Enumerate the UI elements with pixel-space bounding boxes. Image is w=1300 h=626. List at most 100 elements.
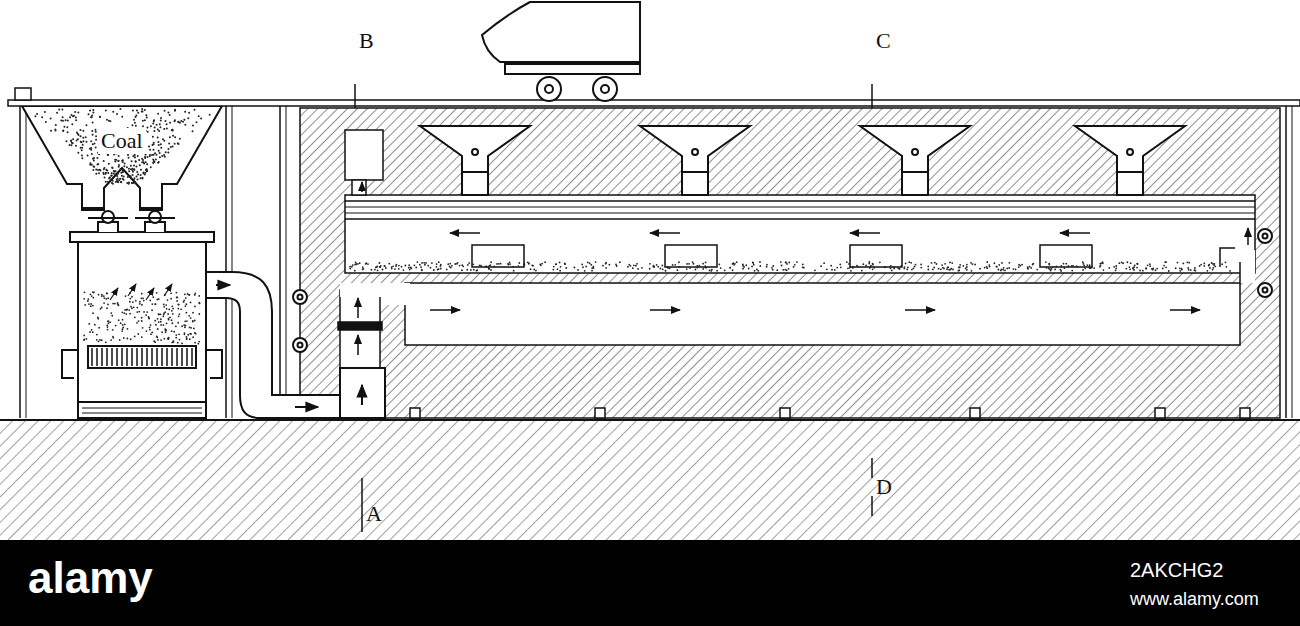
line-shape — [0, 419, 1300, 421]
circle-shape — [160, 339, 162, 341]
circle-shape — [1115, 269, 1117, 271]
circle-shape — [140, 297, 142, 299]
rect-shape — [1040, 245, 1092, 267]
circle-shape — [114, 303, 116, 305]
circle-shape — [186, 320, 188, 322]
circle-shape — [1029, 266, 1031, 268]
line-shape — [88, 217, 128, 219]
circle-shape — [163, 303, 165, 305]
circle-shape — [165, 304, 167, 306]
circle-shape — [1021, 264, 1023, 266]
circle-shape — [649, 263, 651, 265]
circle-shape — [862, 263, 864, 265]
circle-shape — [143, 311, 145, 313]
circle-shape — [653, 266, 655, 268]
circle-shape — [793, 266, 795, 268]
circle-shape — [179, 339, 181, 341]
circle-shape — [757, 270, 759, 272]
circle-shape — [1221, 263, 1223, 265]
circle-shape — [553, 266, 555, 268]
circle-shape — [1225, 266, 1227, 268]
circle-shape — [384, 265, 386, 267]
line-shape — [101, 348, 103, 366]
line-shape — [166, 348, 168, 366]
circle-shape — [157, 328, 159, 330]
circle-shape — [1165, 266, 1167, 268]
circle-shape — [966, 269, 968, 271]
circle-shape — [523, 264, 525, 266]
circle-shape — [997, 269, 999, 271]
circle-shape — [702, 263, 704, 265]
circle-shape — [435, 266, 437, 268]
circle-shape — [103, 297, 105, 299]
rect-shape — [405, 283, 1240, 345]
circle-shape — [177, 322, 179, 324]
circle-shape — [163, 338, 165, 340]
circle-shape — [605, 267, 607, 269]
circle-shape — [1071, 270, 1073, 272]
circle-shape — [176, 300, 178, 302]
circle-shape — [632, 267, 634, 269]
circle-shape — [440, 265, 442, 267]
circle-shape — [127, 328, 129, 330]
circle-shape — [920, 267, 922, 269]
circle-shape — [107, 297, 109, 299]
line-shape — [1285, 106, 1287, 418]
circle-shape — [1063, 263, 1065, 265]
circle-shape — [565, 267, 567, 269]
circle-shape — [1067, 265, 1069, 267]
circle-shape — [121, 330, 123, 332]
watermark-logo: alamy — [28, 556, 153, 600]
circle-shape — [125, 295, 127, 297]
circle-shape — [349, 266, 351, 268]
circle-shape — [1190, 269, 1192, 271]
circle-shape — [141, 304, 143, 306]
circle-shape — [1122, 262, 1124, 264]
circle-shape — [509, 263, 511, 265]
circle-shape — [129, 313, 131, 315]
rect-shape — [1240, 408, 1250, 418]
circle-shape — [91, 329, 93, 331]
circle-shape — [1083, 265, 1085, 267]
line-shape — [181, 348, 183, 366]
circle-shape — [437, 269, 439, 271]
circle-shape — [98, 327, 100, 329]
circle-shape — [716, 270, 718, 272]
circle-shape — [107, 329, 109, 331]
circle-shape — [1082, 261, 1084, 263]
circle-shape — [920, 263, 922, 265]
circle-shape — [732, 263, 734, 265]
circle-shape — [752, 262, 754, 264]
circle-shape — [1263, 234, 1268, 239]
circle-shape — [946, 268, 948, 270]
circle-shape — [1108, 267, 1110, 269]
circle-shape — [951, 262, 953, 264]
circle-shape — [1142, 270, 1144, 272]
circle-shape — [149, 326, 151, 328]
coal-stipple — [34, 108, 210, 185]
circle-shape — [912, 149, 918, 155]
circle-shape — [1045, 261, 1047, 263]
path-shape — [482, 2, 640, 62]
circle-shape — [447, 263, 449, 265]
circle-shape — [890, 267, 892, 269]
rect-shape — [70, 232, 214, 242]
circle-shape — [1052, 266, 1054, 268]
circle-shape — [852, 266, 854, 268]
circle-shape — [848, 263, 850, 265]
circle-shape — [754, 270, 756, 272]
circle-shape — [379, 262, 381, 264]
circle-shape — [1113, 266, 1115, 268]
circle-shape — [185, 325, 187, 327]
line-shape — [91, 348, 93, 366]
circle-shape — [847, 267, 849, 269]
circle-shape — [163, 324, 165, 326]
circle-shape — [873, 267, 875, 269]
circle-shape — [107, 303, 109, 305]
circle-shape — [1103, 269, 1105, 271]
circle-shape — [438, 261, 440, 263]
circle-shape — [120, 322, 122, 324]
circle-shape — [440, 268, 442, 270]
circle-shape — [1186, 261, 1188, 263]
